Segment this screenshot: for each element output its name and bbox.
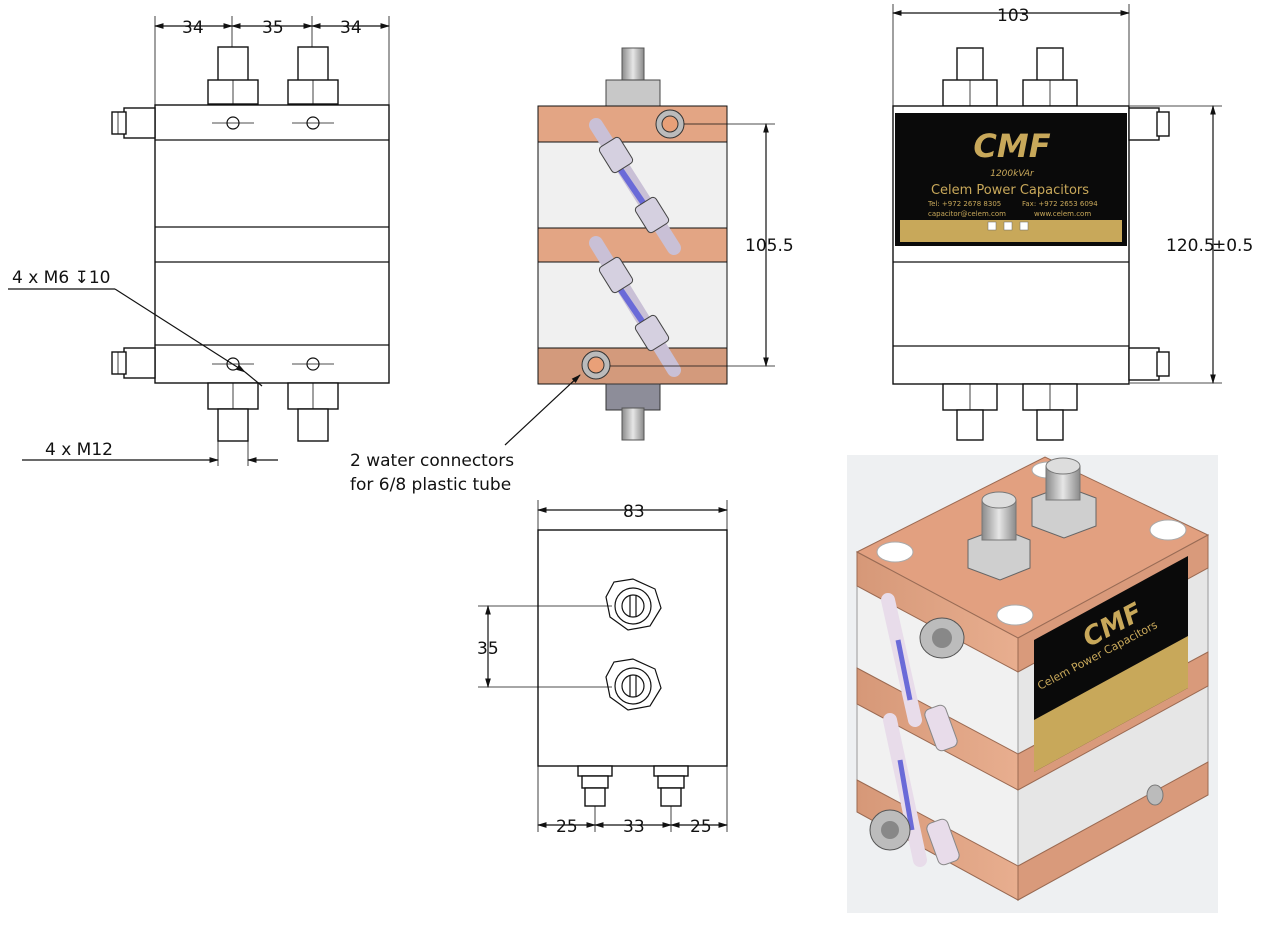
front-view: 34 35 34 — [8, 16, 390, 466]
label-plate: CMF 1200kVAr Celem Power Capacitors Tel:… — [895, 113, 1127, 246]
plate-rating: 1200kVAr — [990, 169, 1035, 179]
front-dim-middle: 35 — [262, 18, 284, 38]
plate-email: capacitor@celem.com — [928, 210, 1006, 218]
side-dim-height: 105.5 — [745, 236, 794, 256]
top-dim-left: 25 — [556, 817, 578, 837]
side-callout-line2: for 6/8 plastic tube — [350, 475, 511, 495]
front-callout-bolts: 4 x M12 — [45, 440, 113, 460]
back-dim-height: 120.5 — [1166, 236, 1215, 256]
side-callout-line1: 2 water connectors — [350, 451, 514, 471]
top-dim-middle: 33 — [623, 817, 645, 837]
plate-web: www.celem.com — [1034, 210, 1091, 218]
front-callout-threads: 4 x M6 ↧10 — [12, 268, 110, 288]
top-view: 83 35 25 33 25 — [477, 500, 728, 837]
front-dim-right: 34 — [340, 18, 362, 38]
top-dim-width: 83 — [623, 502, 645, 522]
back-view: 103 CMF 1200kVAr — [892, 4, 1253, 441]
back-dim-tolerance: ±0.5 — [1212, 236, 1253, 256]
side-view: 105.5 2 water connectors for 6/8 plastic… — [350, 47, 794, 495]
front-dim-left: 34 — [182, 18, 204, 38]
top-dim-right: 25 — [690, 817, 712, 837]
plate-fax: Fax: +972 2653 6094 — [1022, 200, 1098, 208]
back-dim-width: 103 — [997, 6, 1029, 26]
plate-tel: Tel: +972 2678 8305 — [927, 200, 1001, 208]
plate-brand: CMF — [973, 127, 1050, 165]
render-3d: CMF Celem Power Capacitors — [847, 455, 1218, 913]
plate-company: Celem Power Capacitors — [931, 183, 1089, 198]
top-dim-spacing: 35 — [477, 639, 499, 659]
